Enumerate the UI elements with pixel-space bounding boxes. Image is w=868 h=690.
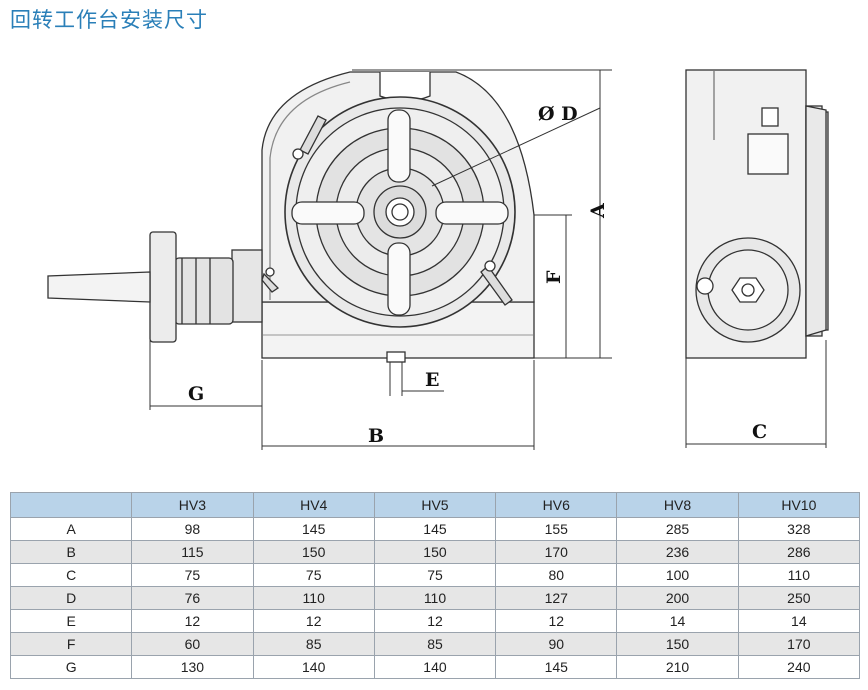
table-cell: 100 — [616, 563, 739, 587]
table-cell: 127 — [495, 586, 618, 610]
table-cell: 285 — [616, 517, 739, 541]
table-cell: 286 — [737, 540, 861, 564]
row-label: C — [9, 563, 133, 587]
dim-label-e: E — [425, 369, 439, 391]
table-header-row: HV3 HV4 HV5 HV6 HV8 HV10 — [9, 492, 861, 518]
table-cell: 150 — [373, 540, 497, 564]
front-view — [47, 71, 535, 363]
front-dimensions — [149, 69, 612, 450]
table-row: E 12 12 12 12 14 14 — [9, 609, 861, 633]
dim-label-f: F — [543, 270, 565, 284]
table-cell: 110 — [737, 563, 861, 587]
table-row: G 130 140 140 145 210 240 — [9, 655, 861, 679]
table-cell: 14 — [737, 609, 861, 633]
table-row: D 76 110 110 127 200 250 — [9, 586, 861, 610]
column-header: HV8 — [616, 492, 739, 518]
dim-label-g: G — [188, 383, 204, 405]
table-row: F 60 85 85 90 150 170 — [9, 632, 861, 656]
table-cell: 250 — [737, 586, 861, 610]
table-cell: 14 — [616, 609, 739, 633]
table-cell: 85 — [373, 632, 497, 656]
table-cell: 90 — [495, 632, 618, 656]
row-label: F — [9, 632, 133, 656]
table-cell: 12 — [131, 609, 254, 633]
row-label: B — [9, 540, 133, 564]
table-cell: 98 — [131, 517, 254, 541]
table-cell: 328 — [737, 517, 861, 541]
table-cell: 150 — [252, 540, 375, 564]
table-cell: 110 — [252, 586, 375, 610]
table-cell: 240 — [737, 655, 861, 679]
dim-label-d: Ø D — [538, 103, 578, 125]
table-cell: 76 — [131, 586, 254, 610]
spec-table: HV3 HV4 HV5 HV6 HV8 HV10 A 98 145 145 15… — [9, 492, 861, 679]
table-cell: 170 — [737, 632, 861, 656]
side-dimensions — [685, 340, 827, 448]
table-row: C 75 75 75 80 100 110 — [9, 563, 861, 587]
rotary-table-drawing: Ø D A F E G B C — [47, 69, 829, 450]
table-cell: 12 — [373, 609, 497, 633]
table-cell: 145 — [495, 655, 618, 679]
dim-label-a: A — [587, 203, 609, 219]
table-cell: 12 — [252, 609, 375, 633]
table-cell: 145 — [373, 517, 497, 541]
row-label: A — [9, 517, 133, 541]
table-cell: 210 — [616, 655, 739, 679]
column-header — [9, 492, 133, 518]
side-view — [685, 69, 829, 359]
row-label: D — [9, 586, 133, 610]
dim-label-b: B — [368, 425, 384, 447]
column-header: HV4 — [252, 492, 375, 518]
row-label: E — [9, 609, 133, 633]
table-cell: 60 — [131, 632, 254, 656]
table-cell: 80 — [495, 563, 618, 587]
table-cell: 145 — [252, 517, 375, 541]
table-cell: 150 — [616, 632, 739, 656]
table-cell: 155 — [495, 517, 618, 541]
table-cell: 75 — [252, 563, 375, 587]
row-label: G — [9, 655, 133, 679]
table-cell: 75 — [131, 563, 254, 587]
column-header: HV10 — [737, 492, 861, 518]
page-title: 回转工作台安装尺寸 — [10, 8, 208, 32]
table-row: A 98 145 145 155 285 328 — [9, 517, 861, 541]
table-cell: 75 — [373, 563, 497, 587]
column-header: HV6 — [495, 492, 618, 518]
table-row: B 115 150 150 170 236 286 — [9, 540, 861, 564]
column-header: HV3 — [131, 492, 254, 518]
table-cell: 140 — [252, 655, 375, 679]
column-header: HV5 — [373, 492, 497, 518]
table-cell: 115 — [131, 540, 254, 564]
table-cell: 140 — [373, 655, 497, 679]
table-cell: 170 — [495, 540, 618, 564]
table-cell: 85 — [252, 632, 375, 656]
table-cell: 110 — [373, 586, 497, 610]
table-cell: 236 — [616, 540, 739, 564]
table-cell: 12 — [495, 609, 618, 633]
table-cell: 130 — [131, 655, 254, 679]
table-cell: 200 — [616, 586, 739, 610]
dim-label-c: C — [752, 421, 767, 443]
